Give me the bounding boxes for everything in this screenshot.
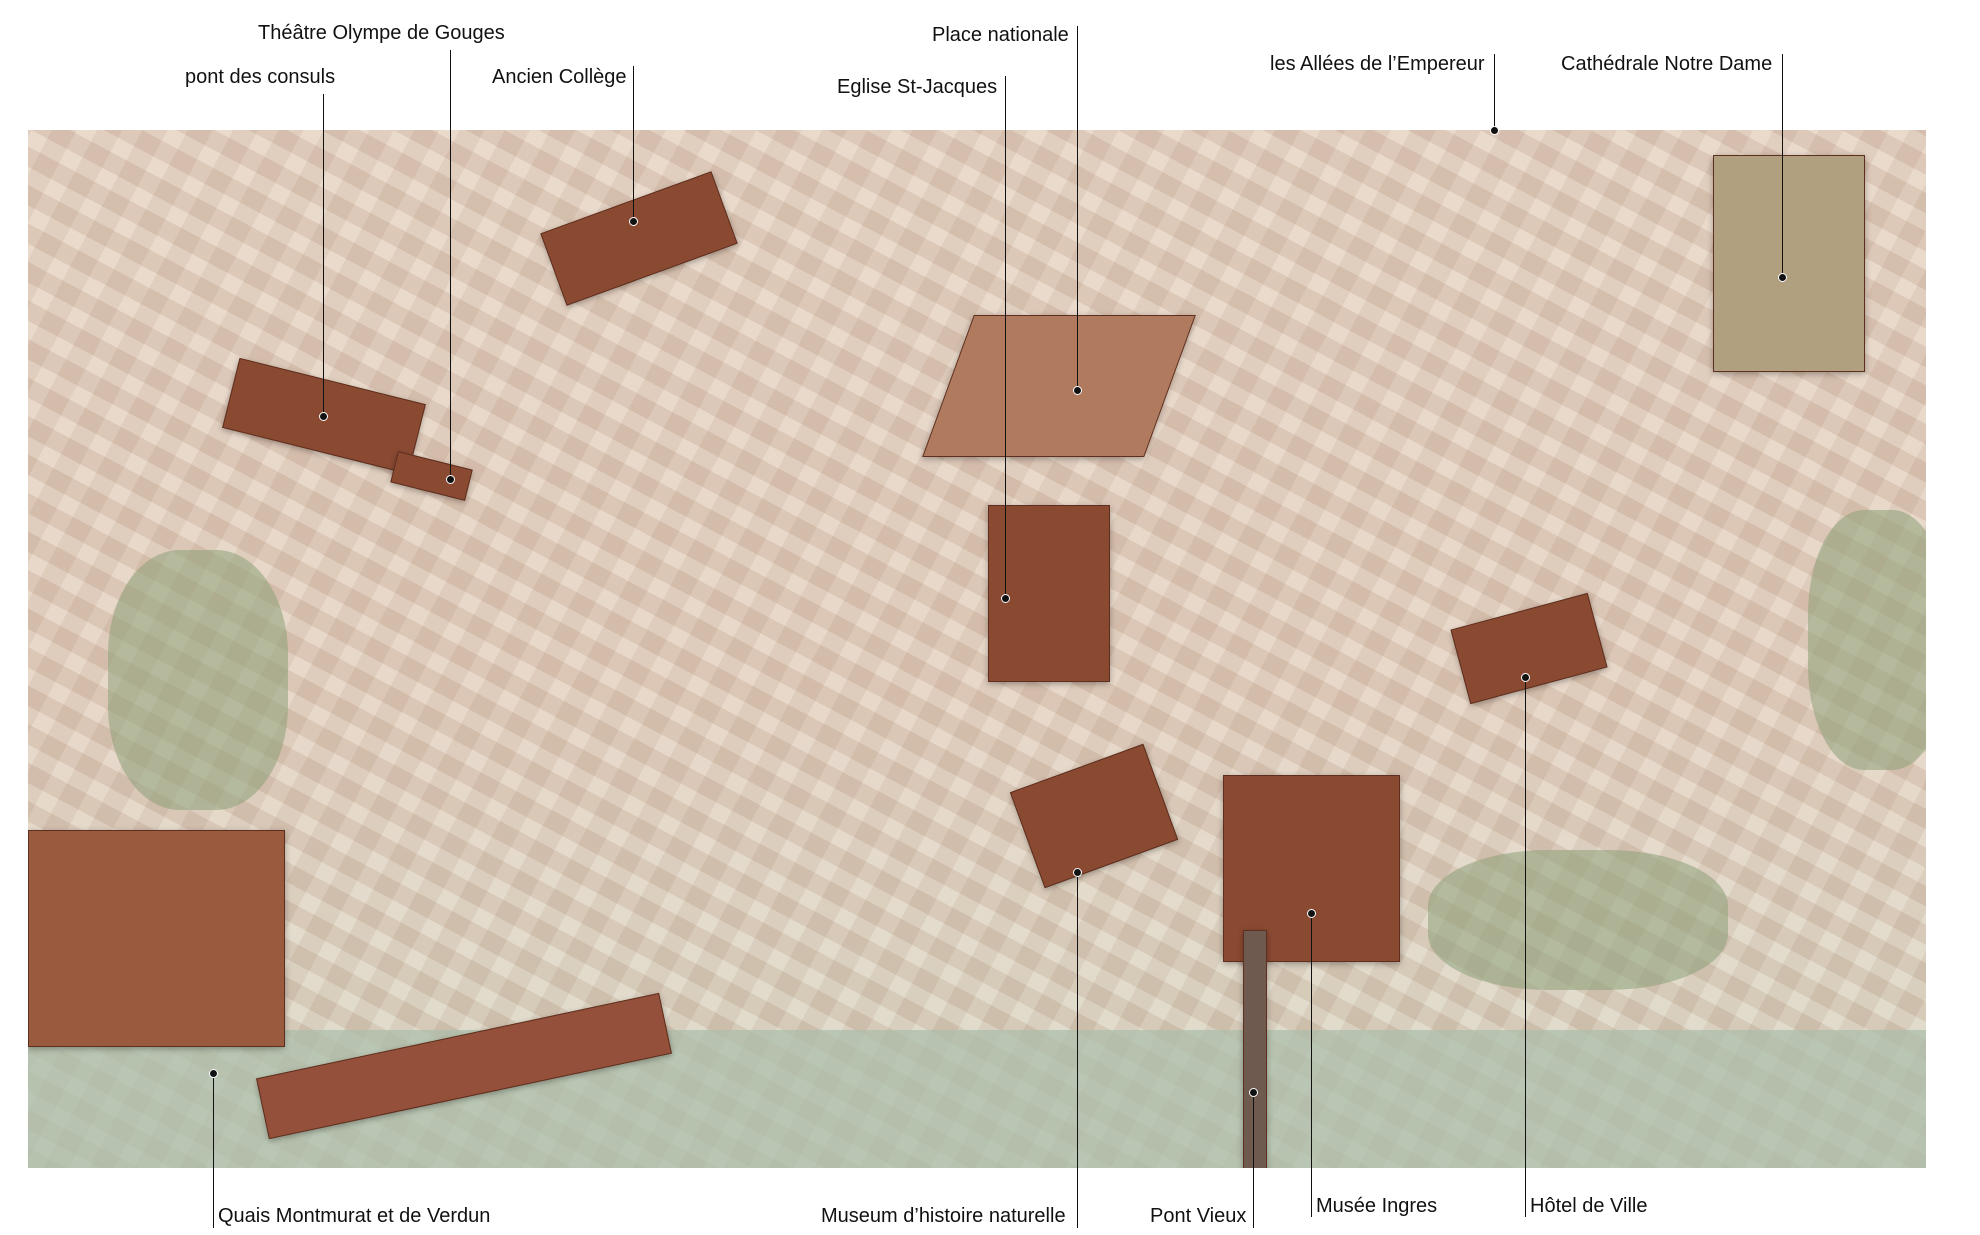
label-hotel-de-ville: Hôtel de Ville (1530, 1195, 1648, 1217)
leader-line (450, 50, 451, 479)
label-museum: Museum d’histoire naturelle (821, 1205, 1066, 1227)
marker-dot (1490, 126, 1499, 135)
park-area (1808, 510, 1926, 770)
park-area (1428, 850, 1728, 990)
label-ancien-college: Ancien Collège (492, 66, 627, 88)
building-ancien-college (540, 171, 738, 306)
building-museum (1009, 743, 1179, 889)
park-area (108, 550, 288, 810)
leader-line (1077, 26, 1078, 390)
marker-dot (1778, 273, 1787, 282)
leader-line (1005, 76, 1006, 598)
label-pont-des-consuls: pont des consuls (185, 66, 336, 88)
building-place-nationale (922, 315, 1196, 457)
leader-line (1311, 913, 1312, 1217)
marker-dot (1307, 909, 1316, 918)
building-quais (28, 830, 285, 1047)
label-quais: Quais Montmurat et de Verdun (218, 1205, 491, 1227)
label-place-nationale: Place nationale (932, 24, 1069, 46)
marker-dot (1073, 386, 1082, 395)
leader-line (633, 66, 634, 221)
marker-dot (1521, 673, 1530, 682)
building-hotel-de-ville (1450, 592, 1608, 705)
label-pont-vieux: Pont Vieux (1150, 1205, 1247, 1227)
marker-dot (1001, 594, 1010, 603)
pont-vieux-bridge (1243, 930, 1267, 1168)
marker-dot (1249, 1088, 1258, 1097)
leader-line (1253, 1092, 1254, 1228)
label-musee-ingres: Musée Ingres (1316, 1195, 1438, 1217)
marker-dot (1073, 868, 1082, 877)
label-cathedrale: Cathédrale Notre Dame (1561, 53, 1773, 75)
leader-line (213, 1073, 214, 1228)
label-allees-empereur: les Allées de l’Empereur (1270, 53, 1485, 75)
marker-dot (446, 475, 455, 484)
marker-dot (319, 412, 328, 421)
leader-line (1782, 54, 1783, 277)
building-cathedrale (1713, 155, 1865, 372)
marker-dot (629, 217, 638, 226)
aerial-photo (28, 130, 1926, 1168)
leader-line (323, 94, 324, 416)
leader-line (1494, 54, 1495, 130)
marker-dot (209, 1069, 218, 1078)
label-theatre: Théâtre Olympe de Gouges (258, 22, 505, 44)
leader-line (1077, 872, 1078, 1228)
leader-line (1525, 677, 1526, 1217)
building-eglise-st-jacques (988, 505, 1110, 682)
label-eglise-st-jacques: Eglise St-Jacques (837, 76, 998, 98)
building-theatre (390, 451, 473, 501)
